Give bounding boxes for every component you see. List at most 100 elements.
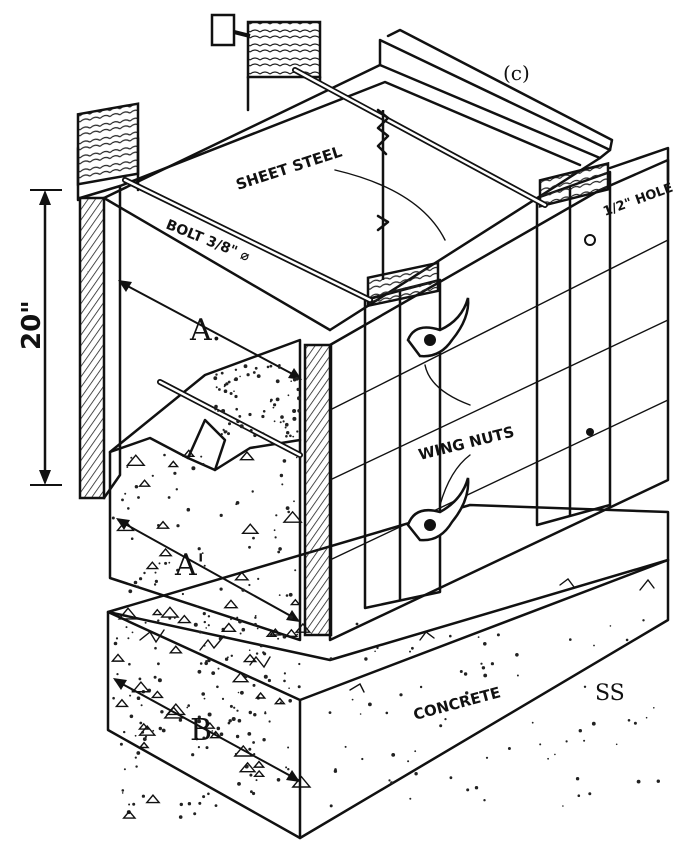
stipple-dot: [203, 564, 206, 567]
aggregate-stone: [273, 697, 286, 705]
wing-nut-upper: [406, 297, 470, 358]
stipple-dot: [257, 577, 260, 581]
stipple-dot: [274, 536, 277, 539]
stipple-dot: [575, 777, 580, 781]
aggregate-stone: [138, 479, 152, 487]
stipple-dot: [154, 646, 157, 650]
stipple-dot: [252, 371, 256, 374]
stipple-dot: [216, 685, 219, 689]
stipple-dot: [128, 589, 133, 594]
stipple-dot: [407, 760, 410, 763]
stipple-dot: [480, 662, 483, 665]
stipple-dot: [627, 719, 631, 722]
stipple-dot: [268, 720, 271, 723]
stipple-dot: [121, 498, 124, 502]
stipple-dot: [234, 394, 238, 399]
stipple-dot: [238, 415, 242, 418]
stipple-dot: [202, 463, 205, 466]
stipple-dot: [236, 709, 239, 712]
stipple-dot: [255, 779, 258, 782]
back-post-sides: [246, 75, 322, 112]
concrete-label: CONCRETE: [411, 683, 502, 724]
stipple-dot: [591, 721, 596, 726]
stipple-dot: [633, 721, 637, 725]
stipple-dot: [593, 644, 595, 647]
stipple-dot: [225, 382, 229, 386]
stipple-dot: [158, 562, 161, 565]
wing-nut-leader-lower: [439, 454, 471, 506]
stipple-dot: [253, 433, 257, 438]
stipple-dot: [376, 646, 379, 650]
sheet-steel-leader: [334, 169, 446, 241]
aggregate-stone: [242, 653, 258, 663]
stipple-dot: [127, 637, 130, 640]
aggregate-stone: [223, 599, 239, 609]
stipple-dot: [285, 594, 289, 597]
stipple-dot: [123, 730, 126, 734]
stipple-dot: [157, 619, 160, 622]
left-board-section: [78, 196, 106, 500]
dim-a-line: [119, 281, 301, 379]
keyway-notch: [186, 418, 227, 472]
stipple-dot: [507, 747, 511, 750]
stipple-dot: [124, 492, 127, 495]
back-bolt-head: [210, 13, 236, 47]
stipple-dot: [237, 718, 242, 723]
aggregate-stone: [156, 520, 170, 529]
stipple-dot: [136, 696, 141, 700]
stipple-dot: [262, 410, 266, 413]
stipple-dot: [136, 585, 139, 588]
stipple-dot: [292, 435, 295, 438]
stipple-dot: [139, 721, 143, 725]
dim-b-line: [114, 679, 299, 781]
stipple-dot: [275, 514, 278, 517]
stipple-dot: [285, 766, 288, 769]
stipple-dot: [233, 390, 235, 393]
stipple-dot: [296, 430, 299, 433]
aggregate-stone: [167, 460, 180, 468]
stipple-dot: [237, 782, 241, 786]
left-form-board: [76, 102, 140, 500]
stipple-dot: [141, 794, 145, 798]
stipple-dot: [263, 652, 267, 656]
stipple-dot: [121, 789, 125, 792]
stipple-dot: [221, 409, 226, 413]
stipple-dot: [237, 691, 240, 694]
aggregate-stone: [114, 698, 129, 708]
stipple-dot: [483, 673, 488, 678]
stipple-dot: [656, 779, 660, 783]
stipple-dot: [565, 740, 568, 743]
stipple-dot: [625, 638, 629, 642]
stipple-dot: [241, 588, 245, 592]
stipple-dot: [328, 711, 332, 714]
stipple-dot: [187, 704, 190, 707]
stipple-dot: [132, 802, 136, 806]
stipple-dot: [474, 786, 479, 790]
stipple-dot: [254, 366, 258, 370]
stipple-dot: [282, 459, 287, 463]
stipple-dot: [199, 662, 203, 665]
stipple-dot: [236, 616, 239, 619]
wing-nut-lower: [406, 477, 470, 542]
stipple-dot: [273, 420, 276, 423]
stipple-dot: [186, 706, 189, 709]
aggregate-stone: [165, 702, 187, 716]
stipple-dot: [229, 704, 233, 708]
stipple-dot: [203, 620, 206, 624]
stipple-dot: [225, 430, 228, 433]
stipple-dot: [112, 696, 115, 700]
stipple-dot: [222, 428, 225, 431]
stipple-dot: [140, 704, 143, 707]
stipple-dot: [123, 768, 126, 771]
stipple-dot: [248, 747, 252, 751]
stipple-dot: [157, 662, 160, 666]
stipple-dot: [283, 672, 286, 675]
stipple-dot: [282, 634, 287, 639]
stipple-dot: [235, 407, 238, 411]
stipple-dot: [119, 742, 123, 746]
center-board-section: [303, 343, 333, 637]
stipple-dot: [158, 726, 162, 731]
stipple-dot: [459, 670, 463, 673]
stipple-dot: [465, 691, 469, 695]
stipple-dot: [128, 803, 131, 806]
